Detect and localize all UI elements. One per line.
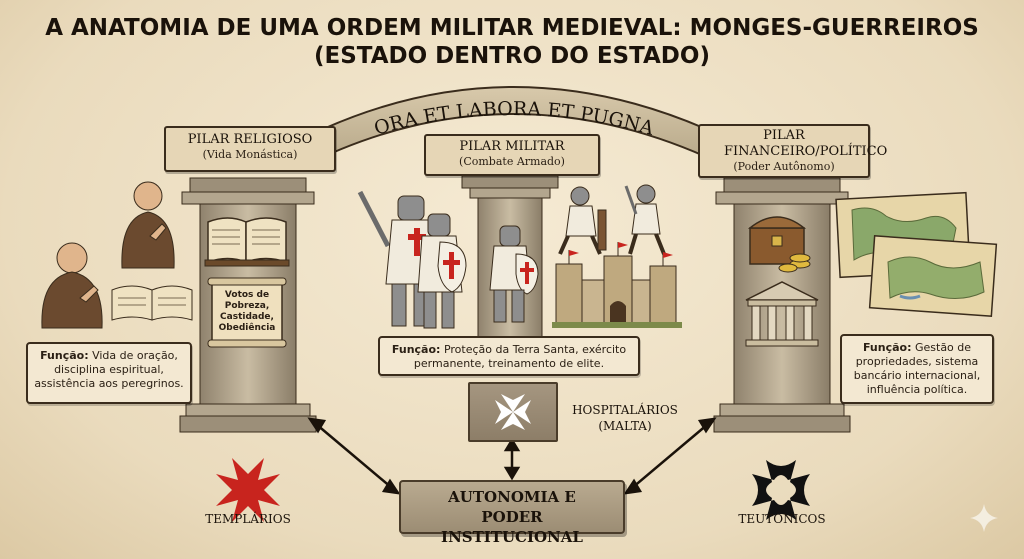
function-text: Vida de oração, disciplina espiritual, a… xyxy=(34,349,184,390)
monk-praying-icon xyxy=(121,181,175,269)
maltese-cross-icon xyxy=(495,394,531,430)
teutonic-cross-icon xyxy=(752,460,810,520)
hospitalarios-label: HOSPITALÁRIOS (MALTA) xyxy=(572,403,678,433)
autonomia-text: AUTONOMIA E PODER INSTITUCIONAL xyxy=(441,488,583,546)
book-icon xyxy=(204,217,290,267)
monk-praying-icon-2 xyxy=(41,242,103,329)
pillar-financeiro-title: PILAR FINANCEIRO/POLÍTICO xyxy=(724,128,888,159)
teutonicos-label: TEUTÔNICOS xyxy=(738,512,826,526)
vows-scroll-text: Votos de Pobreza, Castidade, Obediência xyxy=(218,290,276,333)
function-text: Gestão de propriedades, sistema bancário… xyxy=(853,341,981,396)
pillar-militar-title: PILAR MILITAR xyxy=(459,139,565,154)
knight-standing-icon xyxy=(489,225,539,323)
pillar-religioso-header: PILAR RELIGIOSO (Vida Monástica) xyxy=(164,126,336,172)
function-label: Função: xyxy=(862,341,912,354)
autonomia-box: AUTONOMIA E PODER INSTITUCIONAL xyxy=(399,480,625,546)
hospitaller-cross-box xyxy=(468,382,558,442)
pillar-militar-subtitle: (Combate Armado) xyxy=(459,155,565,168)
pillar-religioso-title: PILAR RELIGIOSO xyxy=(187,132,313,147)
map-icon-2 xyxy=(868,235,998,317)
connector-arrows xyxy=(307,417,717,495)
function-text: Proteção da Terra Santa, exército perman… xyxy=(413,343,627,370)
templar-cross-icon xyxy=(216,458,280,522)
function-box-militar: Função: Proteção da Terra Santa, exércit… xyxy=(378,336,640,376)
function-label: Função: xyxy=(40,349,89,362)
pillar-financeiro-header: PILAR FINANCEIRO/POLÍTICO (Poder Autônom… xyxy=(698,124,888,178)
function-box-religioso: Função: Vida de oração, disciplina espir… xyxy=(26,342,192,404)
open-book-icon xyxy=(111,285,193,321)
knight-with-shield-icon xyxy=(417,213,467,329)
page-title: A ANATOMIA DE UMA ORDEM MILITAR MEDIEVAL… xyxy=(0,14,1024,70)
bank-building-icon xyxy=(745,281,819,347)
pillar-financeiro-subtitle: (Poder Autônomo) xyxy=(733,160,835,173)
training-knights-icon xyxy=(558,184,666,255)
title-line-2: (ESTADO DENTRO DO ESTADO) xyxy=(314,43,710,69)
pillar-religioso-subtitle: (Vida Monástica) xyxy=(202,148,298,161)
function-box-financeiro: Função: Gestão de propriedades, sistema … xyxy=(840,334,994,404)
scroll-icon xyxy=(207,277,287,348)
pillar-militar-header: PILAR MILITAR (Combate Armado) xyxy=(424,134,600,176)
castle-icon xyxy=(552,242,682,328)
treasure-chest-icon xyxy=(747,216,811,273)
templarios-label: TEMPLÁRIOS xyxy=(205,512,291,526)
sparkle-icon xyxy=(970,504,998,532)
title-line-1: A ANATOMIA DE UMA ORDEM MILITAR MEDIEVAL… xyxy=(45,15,979,41)
function-label: Função: xyxy=(391,343,441,356)
